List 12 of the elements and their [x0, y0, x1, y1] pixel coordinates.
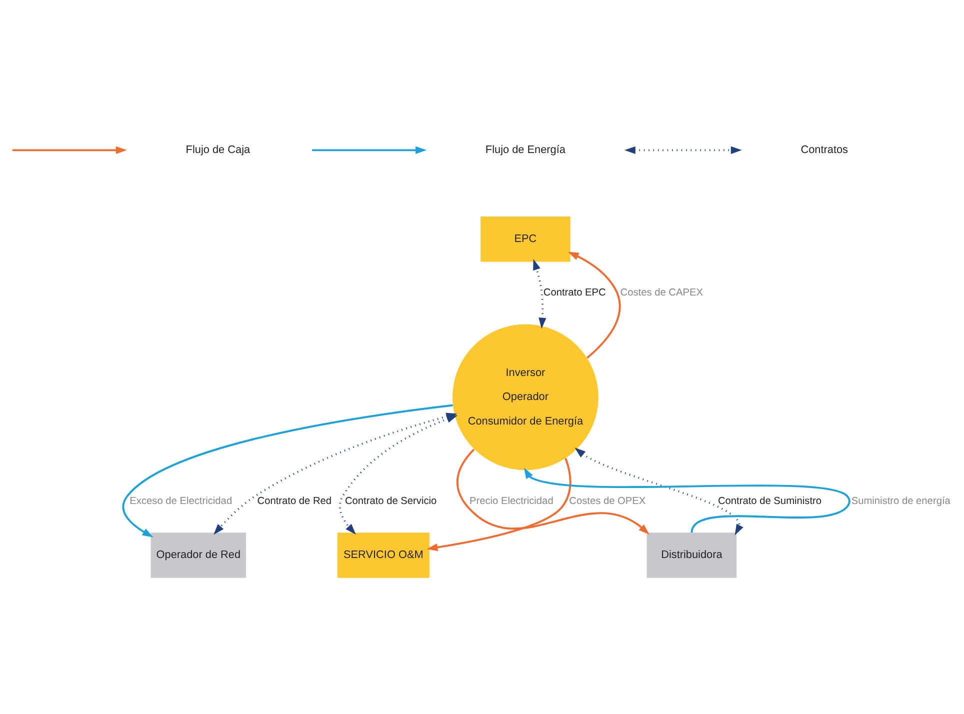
legend-label: Flujo de Energía: [485, 144, 566, 156]
edge-label: Precio Electricidad: [469, 496, 554, 508]
legend-label: Flujo de Caja: [186, 144, 250, 156]
edge-label: Suministro de energía: [851, 496, 950, 508]
edge-label: Exceso de Electricidad: [130, 496, 232, 508]
edge-label: Contrato EPC: [543, 288, 606, 299]
edge-label: Contrato de Servicio: [344, 496, 437, 508]
edge-label: Costes de OPEX: [569, 496, 646, 508]
edge-label: Contrato de Red: [257, 496, 332, 508]
edge-label: Costes de CAPEX: [620, 288, 704, 299]
legend-label: Contratos: [800, 144, 848, 156]
edge-label: Contrato de Suministro: [718, 496, 822, 508]
